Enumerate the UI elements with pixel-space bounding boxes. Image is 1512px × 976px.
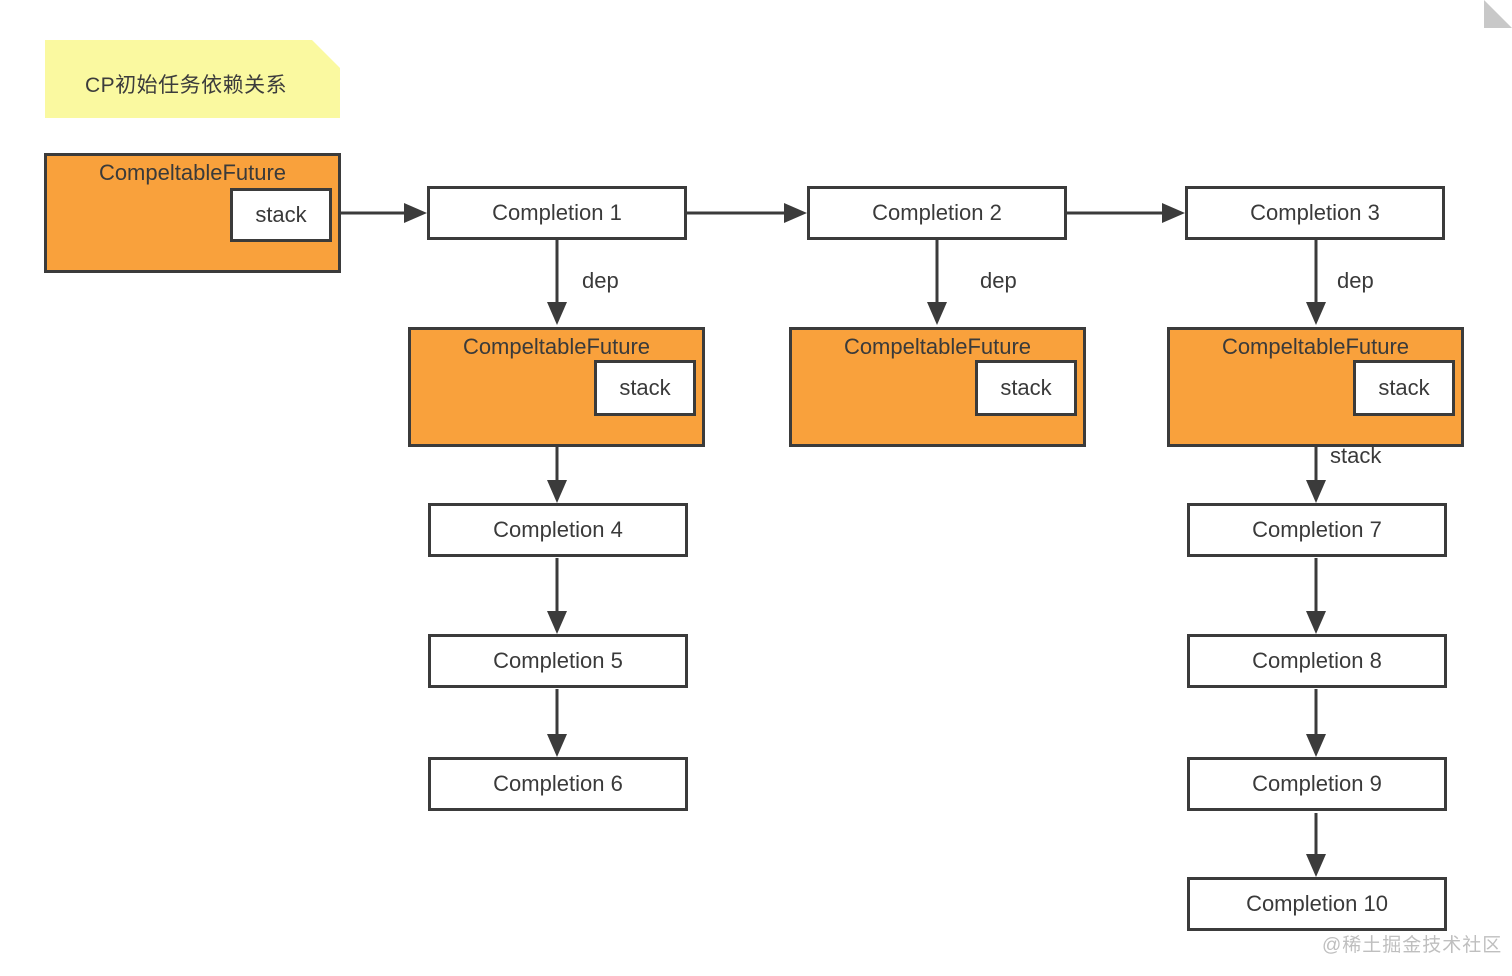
arrow-completion9-to-completion10 — [1306, 813, 1326, 877]
completion-box-7: Completion 7 — [1187, 503, 1447, 557]
future-box-dep2: CompeltableFuture stack — [789, 327, 1086, 447]
completion-box-2: Completion 2 — [807, 186, 1067, 240]
dep-label-3: dep — [1337, 268, 1374, 293]
stack-box: stack — [975, 360, 1077, 416]
sticky-note-fold-icon — [1484, 0, 1512, 28]
completion-box-9: Completion 9 — [1187, 757, 1447, 811]
stack-box: stack — [594, 360, 696, 416]
completion-box-8: Completion 8 — [1187, 634, 1447, 688]
stack-box: stack — [1353, 360, 1455, 416]
completion-box-3: Completion 3 — [1185, 186, 1445, 240]
sticky-note: CP初始任务依赖关系 — [45, 40, 340, 118]
arrow-dep-completion3 — [1306, 240, 1326, 325]
completion-box-5: Completion 5 — [428, 634, 688, 688]
arrow-completion2-to-completion3 — [1067, 203, 1185, 223]
future-title: CompeltableFuture — [462, 334, 651, 359]
arrow-dep-completion1 — [547, 240, 567, 325]
stack-box: stack — [230, 188, 332, 242]
arrow-completion5-to-completion6 — [547, 689, 567, 757]
future-box-dep1: CompeltableFuture stack — [408, 327, 705, 447]
arrow-dep-completion2 — [927, 240, 947, 325]
stack-edge-label: stack — [1330, 443, 1382, 468]
arrow-stack0-to-completion1 — [332, 203, 427, 223]
future-title: CompeltableFuture — [98, 160, 287, 185]
completion-box-10: Completion 10 — [1187, 877, 1447, 931]
arrow-completion1-to-completion2 — [687, 203, 807, 223]
arrow-completion7-to-completion8 — [1306, 558, 1326, 634]
completion-box-1: Completion 1 — [427, 186, 687, 240]
future-title: CompeltableFuture — [1221, 334, 1410, 359]
future-box-dep3: CompeltableFuture stack — [1167, 327, 1464, 447]
future-box-root: CompeltableFuture stack — [44, 153, 341, 273]
arrow-completion8-to-completion9 — [1306, 689, 1326, 757]
sticky-note-title: CP初始任务依赖关系 — [85, 74, 288, 97]
completion-box-4: Completion 4 — [428, 503, 688, 557]
completion-box-6: Completion 6 — [428, 757, 688, 811]
watermark: @稀土掘金技术社区 — [1322, 935, 1503, 956]
dep-label-2: dep — [980, 268, 1017, 293]
future-title: CompeltableFuture — [843, 334, 1032, 359]
arrow-completion4-to-completion5 — [547, 558, 567, 634]
dep-label-1: dep — [582, 268, 619, 293]
